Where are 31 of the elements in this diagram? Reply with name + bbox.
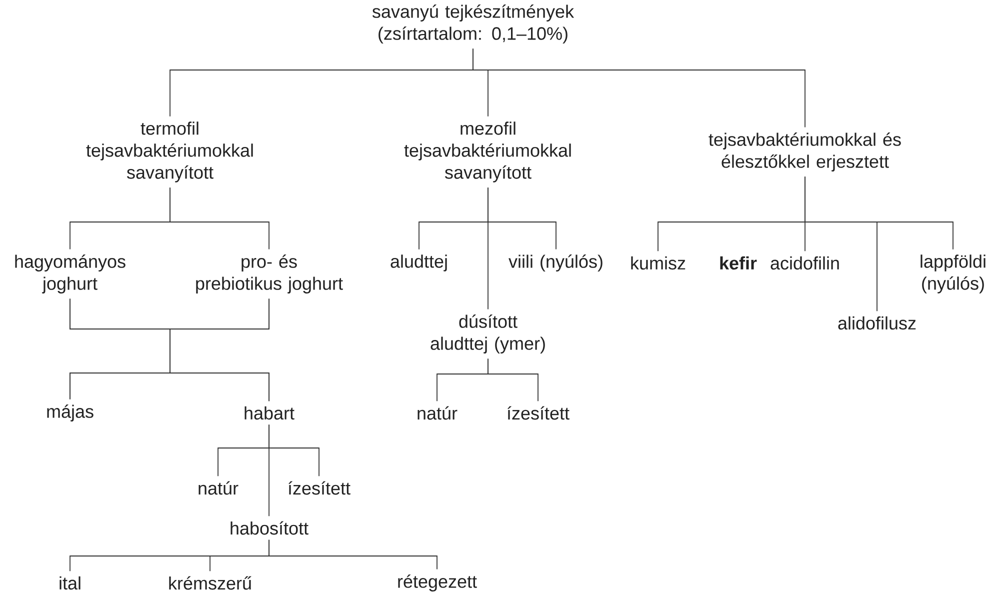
- category-text: habosított: [230, 521, 308, 535]
- category-text: aludttej: [390, 254, 447, 272]
- tree-connector: [804, 176, 954, 250]
- category-text: alidofilusz: [838, 316, 916, 330]
- category-text: acidofilin: [770, 256, 839, 270]
- tree-connector: [268, 539, 438, 570]
- tree-connector: [170, 187, 270, 250]
- tree-connector: [268, 424, 270, 517]
- category-text: viili (nyúlós): [508, 254, 602, 272]
- category-text: krémszerű: [169, 576, 252, 590]
- category-text: májas: [47, 404, 94, 422]
- category-text: habart: [244, 406, 294, 420]
- category-text: pro- és prebiotikus joghurt: [196, 254, 343, 294]
- category-text: ízesített: [288, 481, 350, 495]
- category-text: rétegezett: [398, 574, 477, 592]
- tree-connector: [472, 48, 806, 128]
- category-text: savanyú tejkészítmények (zsírtartalom: 0,1–10%): [372, 4, 574, 44]
- category-text: ízesített: [508, 406, 570, 420]
- category-text: kefir: [720, 256, 757, 270]
- category-text: lappföldi (nyúlós): [920, 254, 986, 294]
- tree-connector: [170, 298, 270, 402]
- category-text: natúr: [418, 406, 458, 420]
- category-text: mezofil tejsavbaktériumokkal savanyított: [404, 122, 571, 182]
- tree-connector: [488, 358, 538, 402]
- category-text: natúr: [198, 481, 238, 495]
- category-text: dúsított aludttej (ymer): [430, 314, 545, 354]
- category-text: kumisz: [631, 256, 686, 270]
- category-text: termofil tejsavbaktériumokkal savanyított: [86, 122, 253, 182]
- category-text: hagyományos joghurt: [15, 254, 126, 294]
- category-text: tejsavbaktériumokkal és élesztőkkel erjesztett: [708, 132, 901, 172]
- category-text: ital: [60, 576, 80, 590]
